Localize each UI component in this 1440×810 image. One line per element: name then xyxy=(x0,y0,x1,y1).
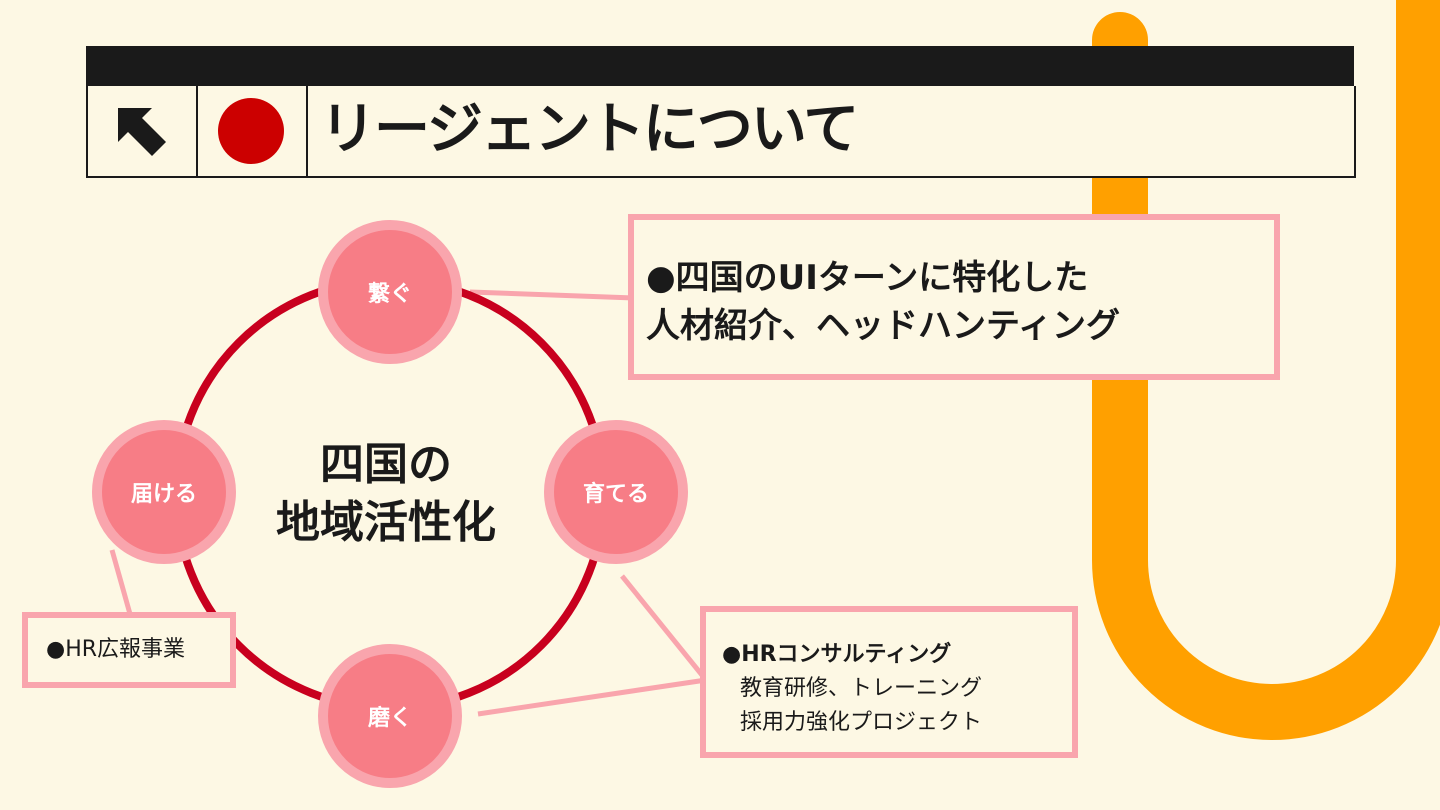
node-deliver-label: 届ける xyxy=(130,482,197,507)
dot-cell xyxy=(198,86,308,176)
box-consulting-line-2: 教育研修、トレーニング xyxy=(740,676,983,701)
header-bar xyxy=(86,46,1354,86)
box-recruitment: ●四国のUIターンに特化した 人材紹介、ヘッドハンティング xyxy=(628,214,1280,380)
node-deliver: 届ける xyxy=(92,420,236,564)
red-dot-icon xyxy=(218,98,284,164)
node-grow: 育てる xyxy=(544,420,688,564)
center-line-1: 四国の xyxy=(320,439,452,490)
header: リージェントについて xyxy=(86,86,1356,178)
arrow-up-left-icon xyxy=(118,108,166,156)
node-connect: 繋ぐ xyxy=(318,220,462,364)
connector-left xyxy=(109,549,133,615)
box-pr-line-1: ●HR広報事業 xyxy=(46,637,186,662)
connector-top xyxy=(469,289,635,301)
connector-bottom xyxy=(477,677,707,717)
node-grow-label: 育てる xyxy=(582,482,649,507)
box-consulting: ●HRコンサルティング 教育研修、トレーニング 採用力強化プロジェクト xyxy=(700,606,1078,758)
node-connect-label: 繋ぐ xyxy=(367,282,412,307)
center-line-2: 地域活性化 xyxy=(276,497,496,548)
box-pr: ●HR広報事業 xyxy=(22,612,236,688)
box-recruitment-line-2: 人材紹介、ヘッドハンティング xyxy=(646,306,1120,346)
node-polish-label: 磨く xyxy=(367,706,412,731)
box-consulting-line-3: 採用力強化プロジェクト xyxy=(740,710,983,735)
center-text: 四国の 地域活性化 xyxy=(256,436,516,552)
connector-right xyxy=(620,574,708,682)
orange-u-path xyxy=(1092,0,1440,740)
page-title: リージェントについて xyxy=(320,97,859,162)
box-recruitment-line-1: ●四国のUIターンに特化した xyxy=(646,258,1089,298)
node-polish: 磨く xyxy=(318,644,462,788)
arrow-cell[interactable] xyxy=(88,86,198,176)
box-consulting-line-1: ●HRコンサルティング xyxy=(722,642,952,667)
